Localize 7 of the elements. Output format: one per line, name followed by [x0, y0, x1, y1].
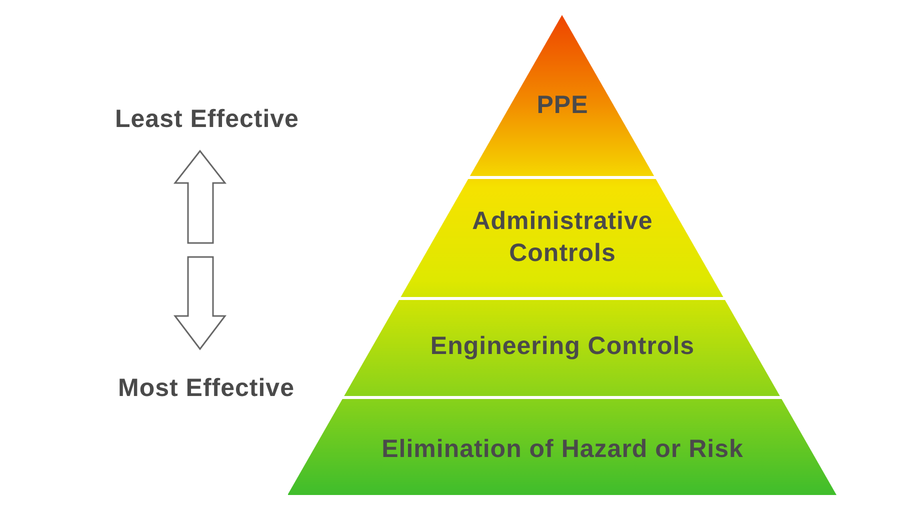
tier-label: Engineering Controls	[429, 331, 696, 362]
scale-label: Least Effective	[115, 105, 299, 134]
scale-label: Most Effective	[118, 374, 294, 403]
tier-label: PPE	[536, 90, 590, 121]
pyramid-tier	[288, 399, 837, 495]
tier-label: Elimination of Hazard or Risk	[380, 434, 744, 465]
tier-label: Administrative Controls	[471, 206, 654, 269]
